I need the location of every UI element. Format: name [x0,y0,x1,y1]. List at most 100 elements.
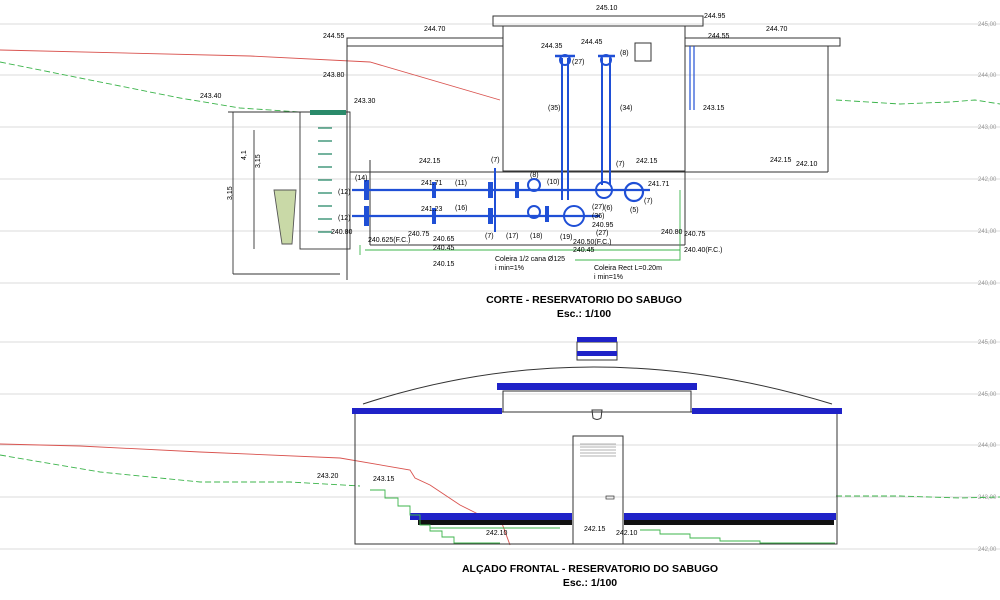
level-label: 240.80 [661,229,683,236]
elevation-blue-bands [352,337,842,520]
level-label: 242.15 [419,158,441,165]
item-number: (35) [548,105,560,112]
level-label: 244.95 [704,13,726,20]
item-number: (27) [572,59,584,66]
level-label: 242.15 [636,158,658,165]
item-number: (34) [620,105,632,112]
building-elevation [354,341,838,545]
ladder [318,127,332,233]
pipework [352,46,695,232]
level-label: 240.45 [573,247,595,254]
note: i min=1% [594,274,623,281]
item-number: (11) [455,180,467,187]
item-number: (8) [620,50,629,57]
note: Coleira Rect L=0.20m [594,265,662,272]
dimension-label: 3,15 [255,154,262,168]
level-label: 240.45 [433,245,455,252]
proposed-terrain-green [0,61,350,113]
elevation-scale: Esc.: 1/100 [563,577,617,589]
level-label: 240.15 [433,261,455,268]
section-notes: Coleira 1/2 cana Ø125 i min=1% Coleira R… [495,256,662,281]
level-label: 240.50(F.C.) [573,239,612,246]
elevation-terrain-red [0,443,511,546]
level-label: 243.80 [323,72,345,79]
item-number: (7) [485,233,494,240]
elevation-level-labels: 243.20 243.15 242.10 242.15 242.10 [317,473,638,537]
level-label: 241.71 [421,180,443,187]
level-label: 243.20 [317,473,339,480]
elevation-title: ALÇADO FRONTAL - RESERVATORIO DO SABUGO [462,563,718,575]
item-number: (7) [491,157,500,164]
item-number: (7) [644,198,653,205]
level-label: 244.55 [708,33,730,40]
axis-label: 243,00 [978,495,997,501]
item-number: (8) [530,172,539,179]
level-label: 242.10 [486,530,508,537]
elevation-grid [0,341,1000,550]
axis-label: 242,00 [978,177,997,183]
dimension-label: 3,15 [227,186,234,200]
level-label: 244.35 [541,43,563,50]
axis-label: 244,00 [978,73,997,79]
section-grid [0,23,1000,284]
axis-label: 240,00 [978,281,997,287]
section-scale: Esc.: 1/100 [557,308,611,320]
level-label: 243.40 [200,93,222,100]
elevation-black-bands [418,520,834,525]
pipe-fittings [364,54,645,227]
axis-label: 243,00 [978,125,997,131]
level-label: 245.10 [596,5,618,12]
drainage-lines [359,190,681,261]
note: Coleira 1/2 cana Ø125 [495,256,565,263]
item-number: (14) [355,175,367,182]
elevation-axis-labels: 245,00 245,00 244,00 243,00 242,00 [978,340,997,553]
axis-label: 244,00 [978,443,997,449]
door-vent [580,443,616,457]
level-label: 243.15 [373,476,395,483]
item-number: (16) [455,205,467,212]
level-label: 240.95 [592,222,614,229]
item-number: (6) [604,205,613,212]
note: i min=1% [495,265,524,272]
axis-label: 245,00 [978,340,997,346]
level-label: 243.30 [354,98,376,105]
item-number: (36) [592,213,604,220]
level-label: 244.70 [424,26,446,33]
item-number: (17) [506,233,518,240]
item-number: (7) [616,161,625,168]
axis-label: 242,00 [978,547,997,553]
manhole-cover [310,110,346,115]
axis-label: 245,00 [978,392,997,398]
level-label: 242.15 [770,157,792,164]
terrain-right-green [835,99,1000,105]
door-handle [605,495,615,500]
axis-label: 241,00 [978,229,997,235]
item-number: (5) [630,207,639,214]
building-section [346,15,841,280]
item-number: (10) [547,179,559,186]
level-label: 240.40(F.C.) [684,247,723,254]
level-label: 241.71 [648,181,670,188]
section-title: CORTE - RESERVATORIO DO SABUGO [486,294,682,306]
level-label: 240.65 [433,236,455,243]
elevation-steps [370,489,835,544]
item-number: (18) [530,233,542,240]
level-label: 242.10 [796,161,818,168]
level-label: 240.75 [408,231,430,238]
level-label: 244.70 [766,26,788,33]
level-label: 244.45 [581,39,603,46]
section-axis-labels: 245,00 244,00 243,00 242,00 241,00 240,0… [978,22,997,287]
item-number: (12) [338,215,350,222]
axis-label: 245,00 [978,22,997,28]
level-label: 240.75 [684,231,706,238]
level-label: 241.23 [421,206,443,213]
level-label: 240.625(F.C.) [368,237,410,244]
level-label: 242.15 [584,526,606,533]
item-number: (19) [560,234,572,241]
level-label: 240.80 [331,229,353,236]
item-number: (27) [592,204,604,211]
level-label: 244.55 [323,33,345,40]
level-label: 242.10 [616,530,638,537]
item-number: (27) [596,230,608,237]
